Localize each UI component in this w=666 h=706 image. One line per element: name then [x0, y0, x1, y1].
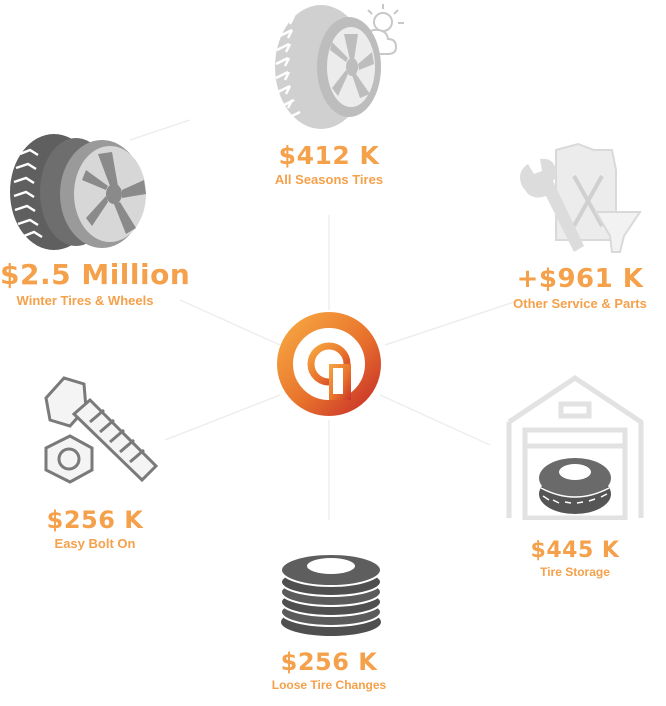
segment-all-seasons: $412 K All Seasons Tires: [229, 141, 429, 187]
segment-loose-tire: $256 K Loose Tire Changes: [229, 648, 429, 692]
segment-easy-bolt: $256 K Easy Bolt On: [15, 506, 175, 551]
segment-label: All Seasons Tires: [274, 172, 384, 187]
segment-other-service: +$961 K Other Service & Parts: [495, 264, 665, 311]
all-season-tire-icon: [275, 4, 404, 129]
segment-tire-storage: $445 K Tire Storage: [510, 538, 640, 579]
segment-label: Easy Bolt On: [54, 536, 136, 551]
segment-amount: +$961 K: [516, 264, 644, 294]
bolt-nut-icon: [44, 376, 159, 484]
segment-label: Loose Tire Changes: [271, 678, 387, 692]
segment-amount: $445 K: [530, 538, 620, 563]
wrench-jerrycan-funnel-icon: [520, 142, 642, 253]
garage-tire-icon: [506, 374, 644, 520]
segment-amount: $256 K: [46, 506, 144, 534]
spoke-lower-right: [379, 394, 491, 446]
segment-winter-tires: $2.5 Million Winter Tires & Wheels: [0, 258, 191, 308]
segment-amount: $256 K: [280, 648, 378, 676]
segment-label: Winter Tires & Wheels: [16, 293, 154, 308]
segment-label: Tire Storage: [540, 565, 610, 579]
tire-stack-icon: [280, 553, 382, 636]
segment-amount: $412 K: [278, 141, 380, 170]
winter-tire-wheel-icon: [10, 134, 146, 250]
q-logo-icon: [277, 312, 381, 416]
spoke-top-left-faint: [129, 119, 191, 141]
spoke-upper-right: [384, 299, 521, 346]
spoke-lower-left: [164, 394, 281, 441]
segment-amount: $2.5 Million: [0, 258, 191, 291]
segment-label: Other Service & Parts: [513, 296, 647, 311]
spoke-upper-left: [179, 299, 281, 346]
